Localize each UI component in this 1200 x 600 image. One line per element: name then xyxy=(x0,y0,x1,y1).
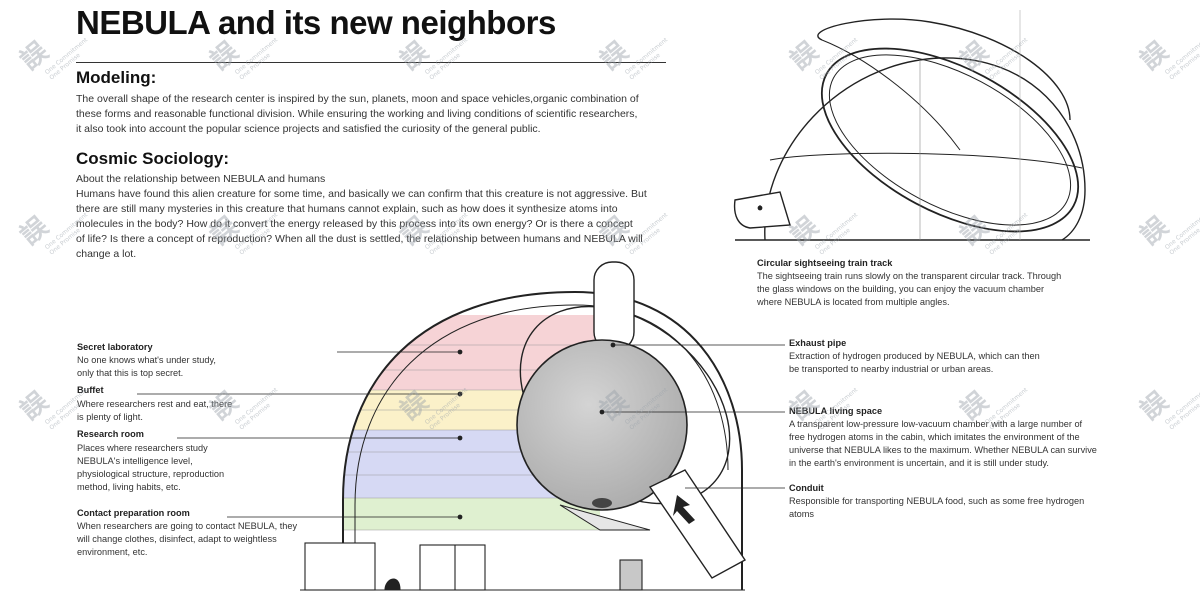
modeling-heading: Modeling: xyxy=(76,68,157,87)
research-room-line: Places where researchers study xyxy=(77,443,208,453)
label-train-track: Circular sightseeing train track The sig… xyxy=(757,257,1117,309)
platform xyxy=(559,504,651,531)
contact-room-title: Contact preparation room xyxy=(77,508,190,518)
modeling-line: it also took into account the popular sc… xyxy=(76,123,541,135)
sociology-heading: Cosmic Sociology: xyxy=(76,149,230,168)
nebula-sphere xyxy=(516,339,688,511)
label-living-space-desc: A transparent low-pressure low-vacuum ch… xyxy=(789,418,1139,470)
building-dome xyxy=(764,57,1086,241)
conduit-tube xyxy=(648,469,747,579)
label-contact-room: Contact preparation room xyxy=(77,507,227,520)
contact-room-line: When researchers are going to contact NE… xyxy=(77,521,298,531)
conduit-title: Conduit xyxy=(789,483,824,493)
research-room-line: physiological structure, reproduction xyxy=(77,469,225,479)
research-room-line: NEBULA's intelligence level, xyxy=(77,456,193,466)
label-contact-room-desc: When researchers are going to contact NE… xyxy=(77,520,337,559)
sociology-line: Humans have found this alien creature fo… xyxy=(76,188,647,200)
train-car xyxy=(733,191,791,229)
exhaust-pipe-line: Extraction of hydrogen produced by NEBUL… xyxy=(789,351,1040,361)
label-living-space: NEBULA living space xyxy=(789,405,909,418)
inner-dome xyxy=(354,304,729,590)
secret-lab-line: No one knows what's under study, xyxy=(77,355,216,365)
living-space-line: A transparent low-pressure low-vacuum ch… xyxy=(789,419,1083,429)
living-space-line: universe that NEBULA likes to the maximu… xyxy=(789,445,1097,455)
outer-dome xyxy=(342,290,743,590)
label-conduit: Conduit xyxy=(789,482,849,495)
conduit-line: atoms xyxy=(789,509,815,519)
label-secret-lab: Secret laboratory xyxy=(77,341,337,354)
living-space-line: free hydrogen atoms in the cabin, which … xyxy=(789,432,1080,442)
label-buffet: Buffet xyxy=(77,384,137,397)
upper-shell xyxy=(817,18,1071,121)
contact-room-line: environment, etc. xyxy=(77,547,148,557)
building-elevation xyxy=(733,10,1090,241)
label-exhaust-pipe: Exhaust pipe xyxy=(789,337,889,350)
title-divider xyxy=(76,62,666,63)
sociology-line: About the relationship between NEBULA an… xyxy=(76,173,326,185)
exhaust-pipe-line: be transported to nearby industrial or u… xyxy=(789,364,994,374)
label-buffet-desc: Where researchers rest and eat, there is… xyxy=(77,398,327,424)
research-room-title: Research room xyxy=(77,429,144,439)
buffet-line: is plenty of light. xyxy=(77,412,143,422)
label-exhaust-pipe-desc: Extraction of hydrogen produced by NEBUL… xyxy=(789,350,1089,376)
sphere-port xyxy=(592,498,612,508)
modeling-paragraph: The overall shape of the research center… xyxy=(76,92,676,137)
sociology-line: of life? Is there a concept of reproduct… xyxy=(76,233,643,245)
train-track-ring xyxy=(820,47,1080,233)
sociology-line: change a lot. xyxy=(76,248,137,260)
modeling-line: these forms and reasonable functional di… xyxy=(76,108,638,120)
label-research-room: Research room xyxy=(77,428,177,441)
exhaust-pipe xyxy=(593,261,635,351)
leader-dots xyxy=(457,205,763,520)
train-track-line: The sightseeing train runs slowly on the… xyxy=(757,271,1062,281)
exhaust-pipe-title: Exhaust pipe xyxy=(789,338,847,348)
buffet-line: Where researchers rest and eat, there xyxy=(77,399,233,409)
secret-lab-title: Secret laboratory xyxy=(77,342,153,352)
modeling-line: The overall shape of the research center… xyxy=(76,93,639,105)
label-secret-lab-desc: No one knows what's under study, only th… xyxy=(77,354,307,380)
page-title: NEBULA and its new neighbors xyxy=(76,4,556,41)
research-room-line: method, living habits, etc. xyxy=(77,482,181,492)
living-space-title: NEBULA living space xyxy=(789,406,883,416)
ground-floor xyxy=(300,542,745,591)
section-drawing xyxy=(77,205,785,591)
label-conduit-desc: Responsible for transporting NEBULA food… xyxy=(789,495,1139,521)
secret-lab-line: only that this is top secret. xyxy=(77,368,184,378)
dome-seam xyxy=(769,152,1083,169)
sociology-line: molecules in the body? How do it convert… xyxy=(76,218,633,230)
living-space-line: in the earth's environment is uncertain,… xyxy=(789,458,1049,468)
train-track-line: where NEBULA is located from multiple an… xyxy=(757,297,950,307)
sociology-paragraph: About the relationship between NEBULA an… xyxy=(76,172,676,262)
zone-contact-room xyxy=(343,498,600,530)
contact-room-line: will change clothes, disinfect, adapt to… xyxy=(77,534,277,544)
train-track-ring-inner xyxy=(828,54,1072,226)
buffet-title: Buffet xyxy=(77,385,104,395)
train-track-title: Circular sightseeing train track xyxy=(757,258,893,268)
train-track-line: the glass windows on the building, you c… xyxy=(757,284,1045,294)
label-research-room-desc: Places where researchers study NEBULA's … xyxy=(77,442,327,494)
sociology-line: there are still many mysteries in this c… xyxy=(76,203,618,215)
conduit-line: Responsible for transporting NEBULA food… xyxy=(789,496,1085,506)
shell-edge xyxy=(821,39,961,151)
